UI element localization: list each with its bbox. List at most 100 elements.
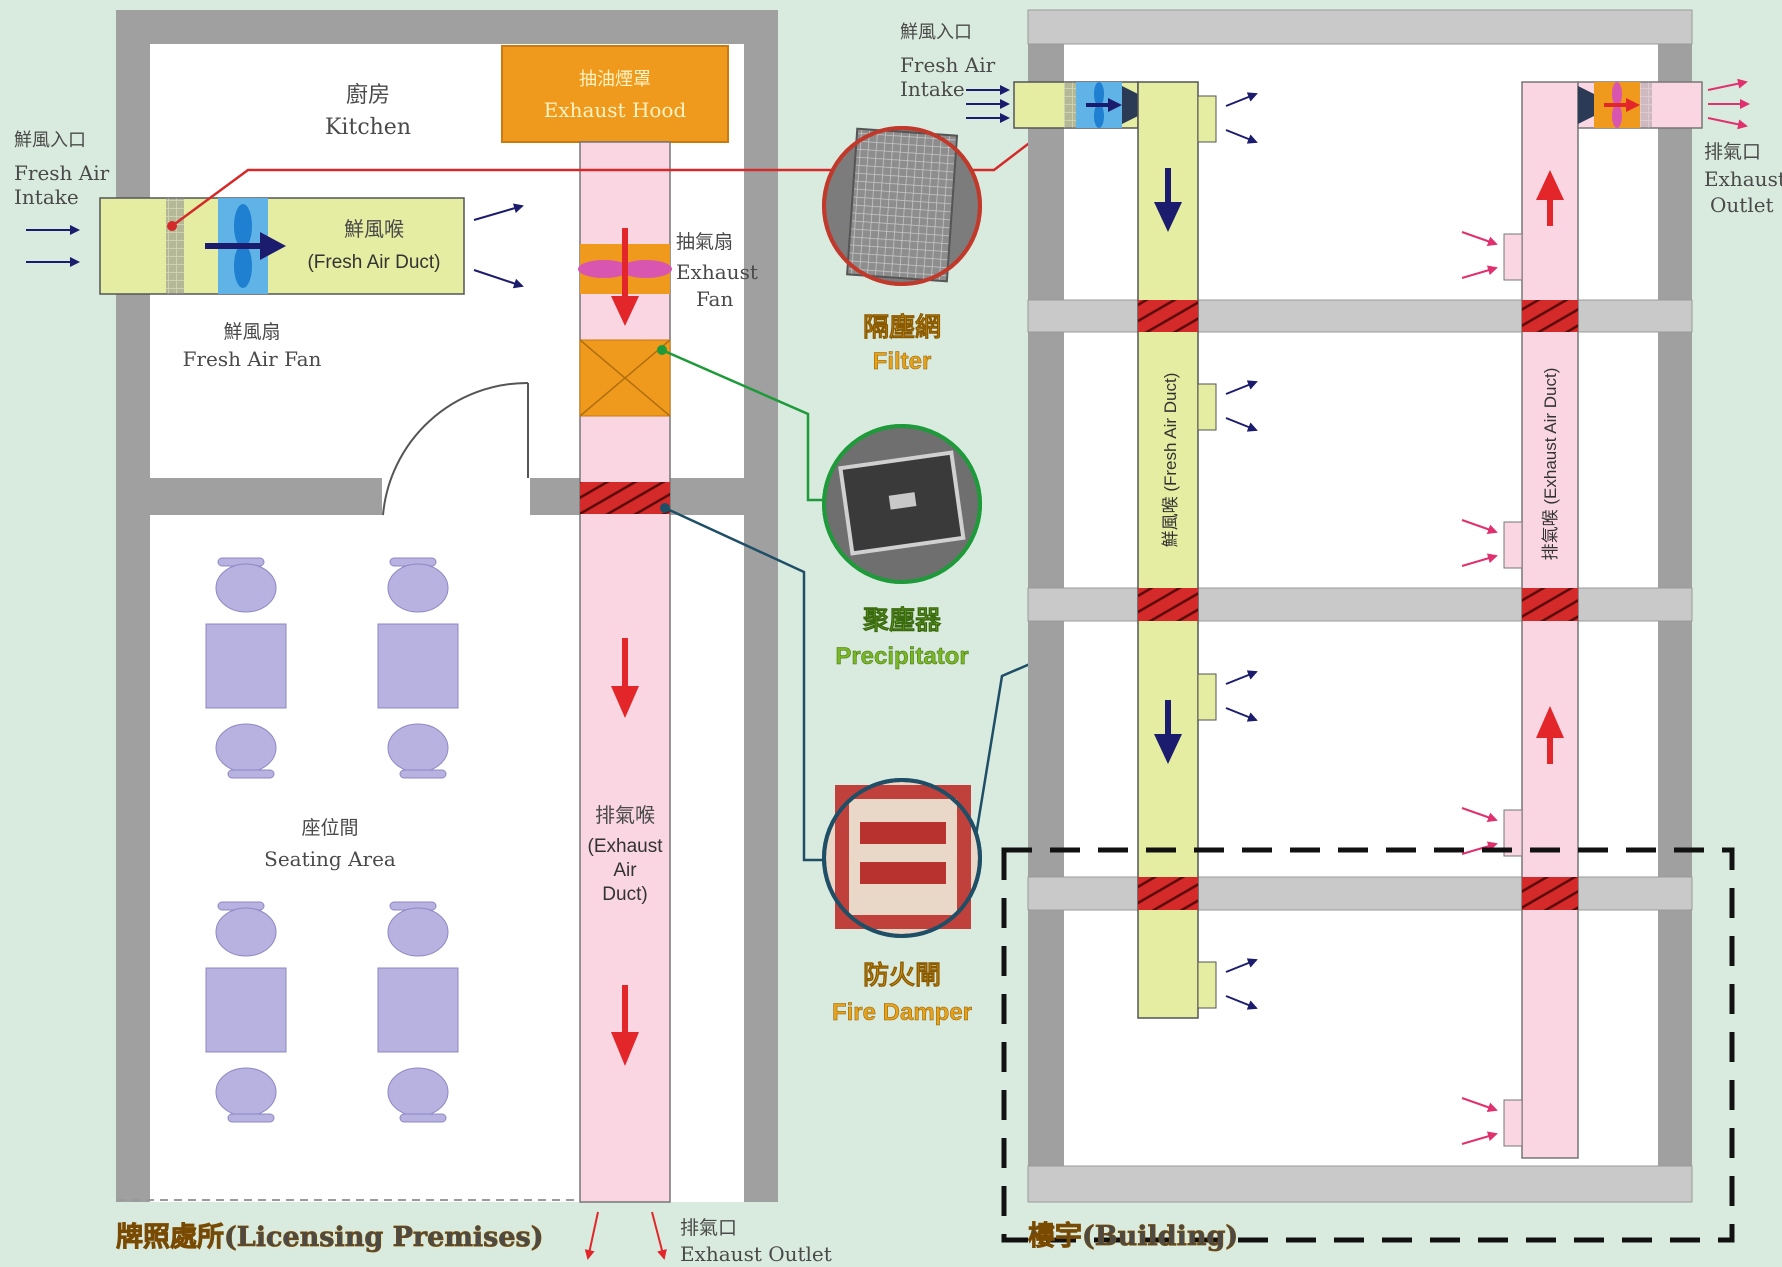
- slab-4: [1027, 1165, 1693, 1203]
- chair-back: [227, 769, 275, 779]
- filter-callout: 隔塵網 Filter: [822, 126, 982, 375]
- exhaust-vent-arrow: [1461, 1097, 1498, 1113]
- fresh-vent: [1197, 383, 1217, 431]
- damper-label-zh: 防火閘: [863, 960, 941, 990]
- fan-label-en: Fresh Air Fan: [183, 347, 322, 371]
- chair-back: [399, 1113, 447, 1123]
- intake-label-en1-right: Fresh Air: [900, 53, 996, 77]
- outlet-label-zh-right: 排氣口: [1704, 141, 1761, 163]
- exhaust-vent-arrow: [1461, 1131, 1498, 1145]
- exfan-label-en1: Exhaust: [676, 260, 758, 284]
- fresh-vent-arrow: [1225, 380, 1258, 395]
- exduct-label-zh: 排氣喉: [595, 803, 655, 827]
- seating-furniture: [205, 557, 459, 1123]
- chair: [387, 1067, 449, 1117]
- kitchen-label-en: Kitchen: [325, 115, 411, 140]
- building-label: 樓宇(Building): [1028, 1221, 1238, 1252]
- chair: [387, 723, 449, 773]
- filter-label-zh: 隔塵網: [863, 312, 941, 342]
- fresh-vent-arrow: [1225, 129, 1258, 144]
- door-opening: [382, 470, 530, 522]
- exfan-label-zh: 抽氣扇: [676, 231, 733, 253]
- fresh-vent: [1197, 961, 1217, 1009]
- intake-arrows-left: [26, 203, 524, 289]
- exhaust-vent-arrow: [1461, 553, 1498, 567]
- exhaust-vent-arrow: [1461, 231, 1498, 247]
- intake-label-zh-right: 鮮風入口: [900, 22, 972, 43]
- duct-label-zh: 鮮風喉: [344, 217, 404, 241]
- seating-label-zh: 座位間: [301, 817, 358, 839]
- table: [205, 967, 287, 1053]
- exhaust-vent: [1503, 233, 1523, 281]
- exhaust-vent: [1503, 1099, 1523, 1147]
- fresh-air-duct-left: 鮮風喉 (Fresh Air Duct): [99, 197, 465, 295]
- filter-image: [846, 127, 959, 283]
- exhaust-duct-vertical-label: 排氣喉 (Exhaust Air Duct): [1541, 368, 1560, 561]
- exhaust-vent-arrow: [1461, 841, 1498, 855]
- fresh-duct-vertical-label: 鮮風喉 (Fresh Air Duct): [1161, 373, 1180, 548]
- hood-label-zh: 抽油煙罩: [579, 69, 651, 90]
- outlet-arrows-right: [1707, 78, 1750, 130]
- fire-damper-left: [580, 482, 670, 514]
- duct-label-en: (Fresh Air Duct): [307, 252, 440, 273]
- intake-label-en1-left: Fresh Air: [14, 161, 110, 185]
- intake-mesh: [166, 198, 184, 294]
- building-boundary: [1001, 847, 1735, 1243]
- exduct-label-en3: Duct): [602, 884, 647, 905]
- outlet-label-en2-right: Outlet: [1710, 193, 1774, 217]
- chair-back: [227, 1113, 275, 1123]
- slab-2: [1027, 587, 1693, 622]
- chair: [215, 1067, 277, 1117]
- exfan-label-en2: Fan: [696, 287, 733, 311]
- fresh-vent-arrow: [1225, 958, 1258, 973]
- fire-damper-image: [835, 785, 971, 929]
- fresh-air-duct-vertical: 鮮風喉 (Fresh Air Duct): [1137, 81, 1199, 1019]
- premises-label: 牌照處所(Licensing Premises): [116, 1222, 544, 1253]
- precip-label-zh: 聚塵器: [862, 605, 942, 635]
- exhaust-air-duct: 排氣喉 (Exhaust Air Duct): [578, 141, 672, 1203]
- fresh-vent-arrow: [1225, 670, 1258, 685]
- chair: [215, 907, 277, 957]
- chair: [215, 723, 277, 773]
- damper-label-en: Fire Damper: [832, 999, 972, 1026]
- outlet-label-en-left: Exhaust Outlet: [680, 1242, 832, 1266]
- exhaust-outlet-right: [1577, 81, 1703, 129]
- slab-3: [1027, 876, 1693, 911]
- exhaust-air-duct-vertical: 排氣喉 (Exhaust Air Duct): [1521, 81, 1579, 1159]
- table: [377, 623, 459, 709]
- fire-damper-callout: 防火閘 Fire Damper: [822, 778, 982, 1026]
- outlet-label-en1-right: Exhaust: [1704, 167, 1782, 191]
- kitchen-label-zh: 廚房: [346, 83, 390, 108]
- filter-label-en: Filter: [873, 348, 932, 375]
- exhaust-vent-arrow: [1461, 807, 1498, 823]
- exhaust-vent: [1503, 521, 1523, 569]
- fresh-air-vents: [1197, 92, 1258, 1010]
- intake-label-en2-right: Intake: [900, 77, 965, 101]
- outlet-label-zh-left: 排氣口: [680, 1217, 737, 1239]
- exhaust-vent-arrow: [1461, 265, 1498, 279]
- chair-back: [399, 769, 447, 779]
- exhaust-arrows-down: [611, 228, 639, 1066]
- fan-label-zh: 鮮風扇: [223, 321, 280, 343]
- intake-label-zh-left: 鮮風入口: [14, 130, 86, 151]
- exhaust-vent-arrow: [1461, 519, 1498, 535]
- outlet-arrow-2: [651, 1211, 667, 1260]
- precipitator-callout: 聚塵器 Precipitator: [822, 424, 982, 670]
- exhaust-fan-blade-right: [620, 260, 672, 278]
- chair: [215, 563, 277, 613]
- table: [205, 623, 287, 709]
- outlet-arrow-1: [584, 1211, 599, 1260]
- slab-1: [1027, 299, 1693, 333]
- seating-label-en: Seating Area: [264, 847, 396, 871]
- fresh-air-intake-right: [1013, 81, 1139, 129]
- intake-label-en2-left: Intake: [14, 185, 79, 209]
- hood-label-en: Exhaust Hood: [544, 98, 687, 122]
- building: [1027, 9, 1693, 1203]
- table: [377, 967, 459, 1053]
- precip-label-en: Precipitator: [835, 643, 968, 670]
- fresh-vent: [1197, 95, 1217, 143]
- exhaust-fan-blade-left: [578, 260, 630, 278]
- chair: [387, 563, 449, 613]
